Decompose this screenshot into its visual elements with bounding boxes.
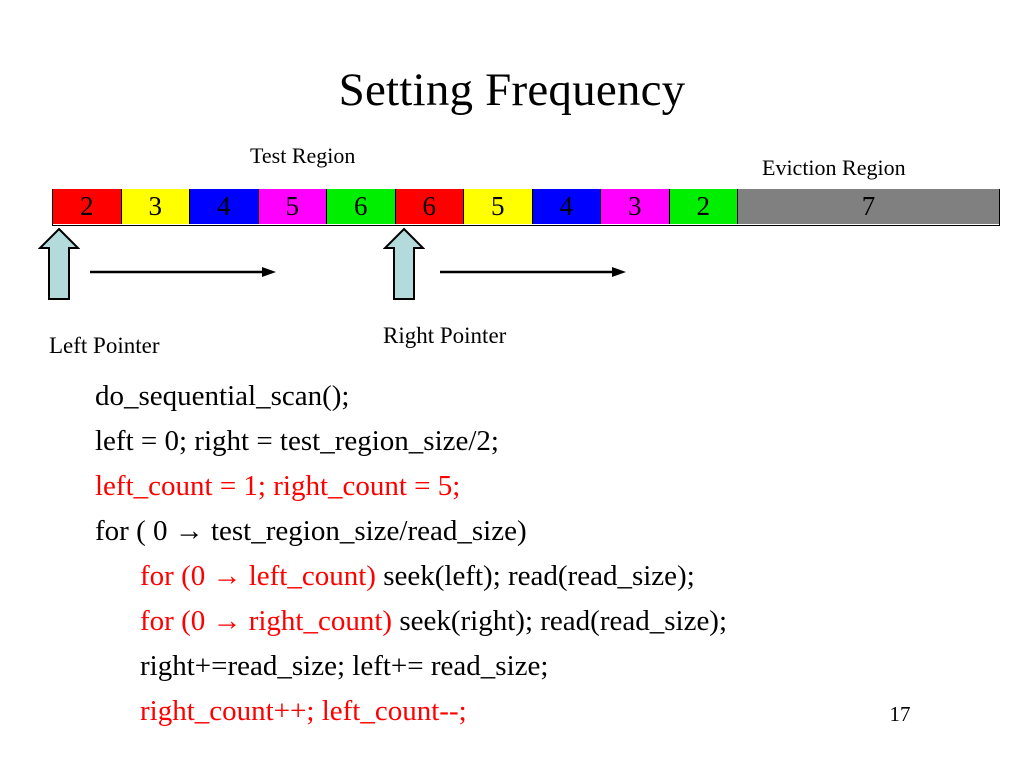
memory-cell-value: 6: [354, 191, 368, 221]
right-pointer-up-arrow-icon: [382, 227, 426, 301]
code-segment: for (0 → left_count): [140, 560, 376, 592]
code-segment: for ( 0 → test_region_size/read_size): [95, 515, 527, 547]
code-line-2: left_count = 1; right_count = 5;: [95, 464, 995, 509]
memory-cell-test-8: 3: [601, 189, 670, 224]
memory-cell-test-6: 5: [464, 189, 533, 224]
code-segment: do_sequential_scan();: [95, 380, 350, 412]
memory-cell-test-4: 6: [327, 189, 396, 224]
memory-cell-value: 6: [422, 191, 437, 221]
code-line-3: for ( 0 → test_region_size/read_size): [95, 509, 995, 554]
memory-cell-test-2: 4: [190, 189, 259, 224]
code-segment: left_count = 1; right_count = 5;: [95, 470, 461, 502]
memory-cell-value: 5: [285, 191, 300, 221]
code-line-5: for (0 → right_count) seek(right); read(…: [95, 599, 995, 644]
memory-cell-test-7: 4: [532, 189, 601, 224]
right-direction-arrow-right-icon: [440, 265, 626, 279]
pseudocode-block: do_sequential_scan();left = 0; right = t…: [95, 374, 995, 734]
code-line-4: for (0 → left_count) seek(left); read(re…: [95, 554, 995, 599]
memory-cell-value: 7: [861, 191, 876, 221]
code-segment: left = 0; right = test_region_size/2;: [95, 425, 499, 457]
memory-cell-test-9: 2: [669, 189, 738, 224]
memory-cell-value: 2: [80, 191, 94, 221]
right-pointer-label: Right Pointer: [383, 323, 507, 348]
memory-cell-eviction: 7: [738, 189, 999, 224]
memory-cell-value: 4: [217, 191, 231, 221]
memory-cell-test-3: 5: [258, 189, 327, 224]
memory-cell-value: 2: [696, 191, 711, 221]
memory-cell-value: 5: [491, 191, 505, 221]
memory-cell-value: 3: [148, 191, 163, 221]
memory-cell-test-0: 2: [53, 189, 122, 224]
test-region-label: Test Region: [250, 143, 356, 168]
memory-cell-test-1: 3: [121, 189, 190, 224]
page-title: Setting Frequency: [338, 64, 686, 117]
left-pointer-label: Left Pointer: [49, 333, 160, 358]
code-segment: seek(left); read(read_size);: [375, 560, 695, 592]
code-line-7: right_count++; left_count--;: [95, 689, 995, 734]
code-line-6: right+=read_size; left+= read_size;: [95, 644, 995, 689]
code-segment: right+=read_size; left+= read_size;: [140, 650, 549, 682]
left-direction-arrow-right-icon: [90, 265, 276, 279]
code-line-0: do_sequential_scan();: [95, 374, 995, 419]
eviction-region-label: Eviction Region: [762, 155, 906, 180]
code-line-1: left = 0; right = test_region_size/2;: [95, 419, 995, 464]
memory-cell-value: 3: [628, 191, 642, 221]
code-segment: seek(right); read(read_size);: [392, 605, 728, 637]
code-segment: right_count++; left_count--;: [140, 695, 467, 727]
memory-bar: 2 3 4 5 6 6 5 4 3 2 7: [52, 189, 1000, 226]
page-number: 17: [889, 702, 911, 726]
left-pointer-up-arrow-icon: [37, 227, 81, 301]
code-segment: for (0 → right_count): [140, 605, 393, 637]
memory-cell-test-5: 6: [395, 189, 464, 224]
memory-cell-value: 4: [559, 191, 574, 221]
